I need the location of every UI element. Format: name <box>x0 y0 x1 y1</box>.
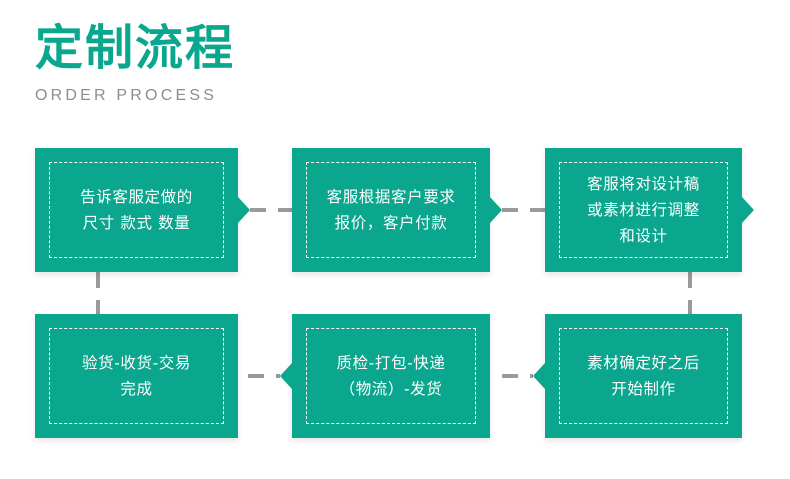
step-label: 客服将对设计稿 或素材进行调整 和设计 <box>587 175 700 245</box>
step-label: 质检-打包-快递 （物流）-发货 <box>336 354 446 398</box>
connector-step5-to-step4 <box>248 374 280 378</box>
step-tell-service-specs[interactable]: 告诉客服定做的 尺寸 款式 数量 <box>35 148 250 272</box>
step-inspect-receive-complete[interactable]: 验货-收货-交易 完成 <box>35 314 238 438</box>
step-dashed-frame: 客服根据客户要求 报价，客户付款 <box>306 162 476 258</box>
step-dashed-frame: 素材确定好之后 开始制作 <box>559 328 728 424</box>
page-title: 定制流程 <box>35 20 236 76</box>
connector-step2-to-step3 <box>502 208 545 212</box>
step-dashed-frame: 告诉客服定做的 尺寸 款式 数量 <box>49 162 224 258</box>
step-label: 告诉客服定做的 尺寸 款式 数量 <box>80 188 193 232</box>
step-design-adjustment[interactable]: 客服将对设计稿 或素材进行调整 和设计 <box>545 148 754 272</box>
step-quote-and-payment[interactable]: 客服根据客户要求 报价，客户付款 <box>292 148 502 272</box>
step-label: 验货-收货-交易 完成 <box>82 354 191 398</box>
arrow-left-icon <box>533 363 545 389</box>
step-dashed-frame: 验货-收货-交易 完成 <box>49 328 224 424</box>
connector-step4-to-step1 <box>96 272 100 316</box>
step-qc-pack-ship[interactable]: 质检-打包-快递 （物流）-发货 <box>280 314 490 438</box>
connector-step1-to-step2 <box>250 208 292 212</box>
step-dashed-frame: 客服将对设计稿 或素材进行调整 和设计 <box>559 162 728 258</box>
step-label: 客服根据客户要求 报价，客户付款 <box>326 188 456 232</box>
arrow-right-icon <box>742 197 754 223</box>
arrow-right-icon <box>238 197 250 223</box>
connector-step6-to-step5 <box>502 374 533 378</box>
header: 定制流程 ORDER PROCESS <box>35 20 535 106</box>
step-dashed-frame: 质检-打包-快递 （物流）-发货 <box>306 328 476 424</box>
page-subtitle: ORDER PROCESS <box>35 87 218 104</box>
step-start-production[interactable]: 素材确定好之后 开始制作 <box>533 314 742 438</box>
step-label: 素材确定好之后 开始制作 <box>587 354 700 398</box>
connector-step3-to-step6 <box>688 272 692 316</box>
arrow-right-icon <box>490 197 502 223</box>
arrow-left-icon <box>280 363 292 389</box>
